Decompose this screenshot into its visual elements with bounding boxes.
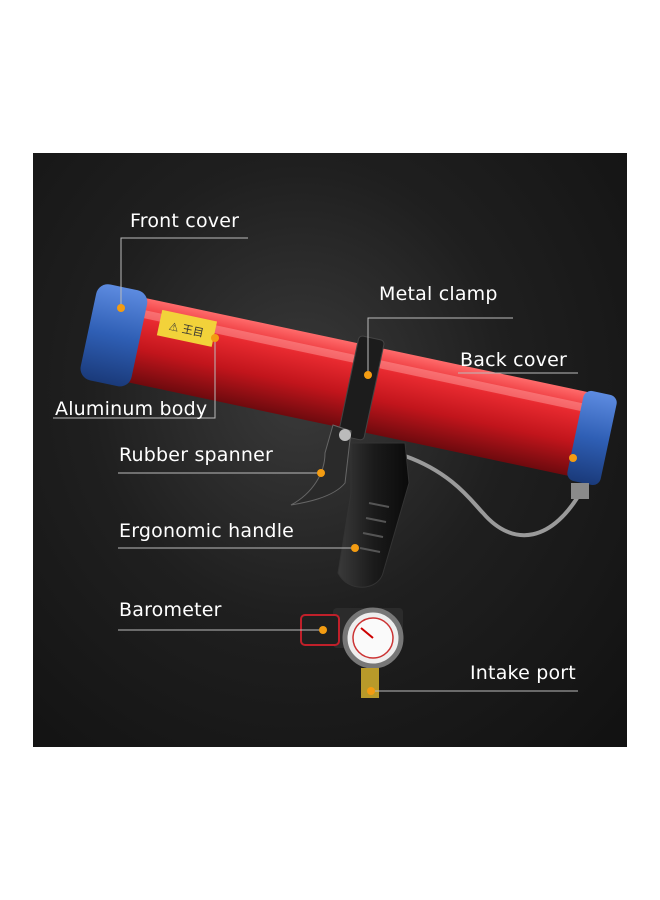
product-image-panel: ⚠ 王目 [33, 153, 627, 747]
aluminum-tube: ⚠ 王目 [80, 284, 617, 486]
label-rubber-spanner: Rubber spanner [119, 444, 274, 466]
ergonomic-handle [337, 442, 410, 588]
label-aluminum-body: Aluminum body [55, 398, 208, 420]
accent-dots [117, 304, 577, 695]
back-cover [567, 390, 617, 486]
caulking-gun-illustration: ⚠ 王目 [53, 237, 617, 698]
rubber-spanner [290, 424, 352, 506]
warning-sticker [156, 309, 218, 347]
label-intake-port: Intake port [470, 662, 576, 684]
barometer-assembly [300, 607, 404, 698]
label-metal-clamp: Metal clamp [379, 283, 498, 305]
label-ergonomic-handle: Ergonomic handle [119, 520, 295, 542]
label-back-cover: Back cover [460, 349, 567, 371]
leader-lines [53, 237, 578, 692]
metal-clamp [338, 335, 385, 441]
label-front-cover: Front cover [130, 210, 240, 232]
front-cover [80, 284, 148, 387]
air-hose [404, 454, 585, 538]
label-barometer: Barometer [119, 599, 222, 621]
